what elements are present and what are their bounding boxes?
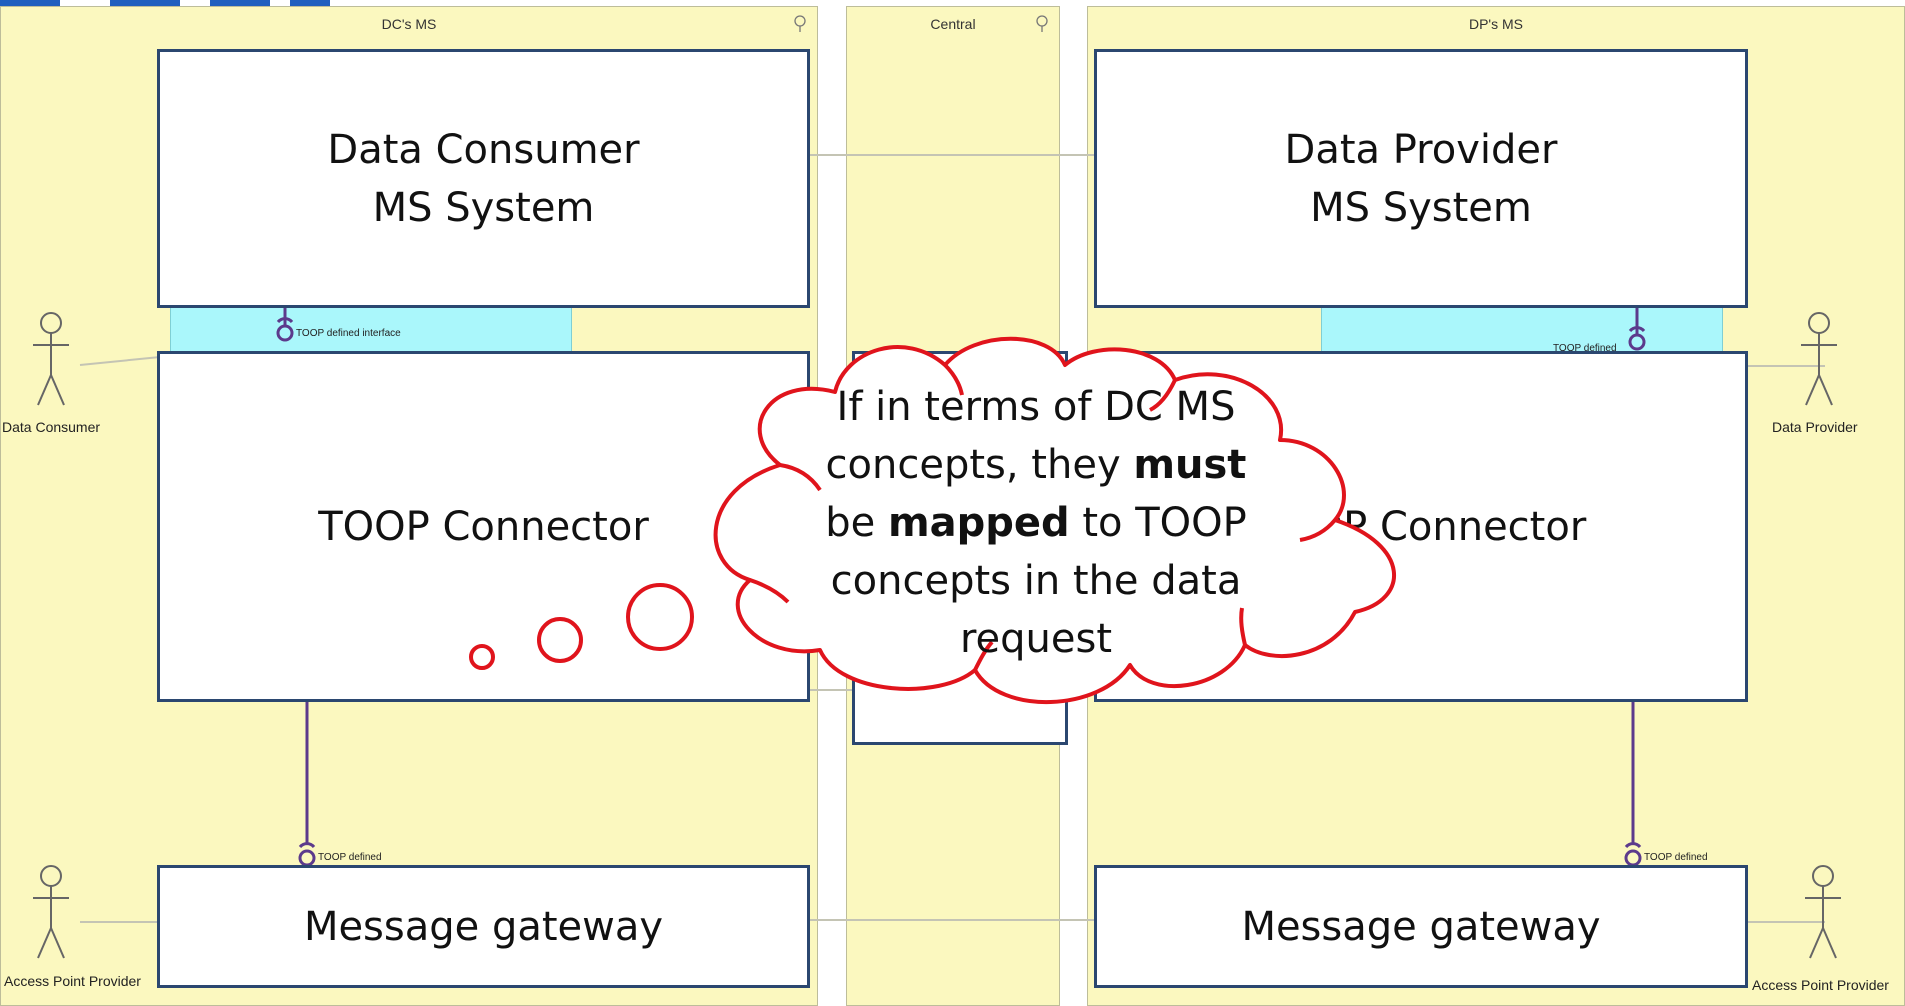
callout-line-3: be mapped to TOOP bbox=[825, 500, 1247, 546]
interface-dp-system bbox=[1321, 307, 1723, 352]
callout-line-1: If in terms of DC MS bbox=[836, 384, 1236, 430]
dc-toop-connector-box: TOOP Connector bbox=[157, 351, 810, 702]
lane-title-central: Central bbox=[930, 16, 976, 32]
dc-message-gateway-box: Message gateway bbox=[157, 865, 810, 988]
pin-icon bbox=[794, 15, 806, 32]
actor-icon bbox=[33, 312, 69, 406]
dp-message-gateway-box: Message gateway bbox=[1094, 865, 1748, 988]
callout-text: If in terms of DC MS concepts, they must… bbox=[786, 378, 1286, 668]
logo-fragment bbox=[0, 0, 360, 12]
actor-label-access-point-right: Access Point Provider bbox=[1752, 977, 1889, 993]
lane-title-dc-ms: DC's MS bbox=[381, 16, 437, 32]
dc-ms-system-box: Data Consumer MS System bbox=[157, 49, 810, 308]
actor-label-data-provider: Data Provider bbox=[1772, 419, 1858, 435]
cloud-shape bbox=[713, 336, 1396, 705]
thought-bubble-small bbox=[469, 644, 495, 670]
lane-title-dp-ms: DP's MS bbox=[1468, 16, 1523, 32]
interface-label-dp-system: TOOP defined bbox=[1553, 343, 1617, 354]
actor-icon bbox=[1805, 865, 1841, 959]
pin-icon bbox=[1036, 15, 1048, 32]
actor-icon bbox=[33, 865, 69, 959]
callout-line-5: request bbox=[959, 616, 1113, 662]
callout-line-2: concepts, they must bbox=[825, 442, 1247, 488]
dp-ms-system-box: Data Provider MS System bbox=[1094, 49, 1748, 308]
thought-bubble-large bbox=[626, 583, 694, 651]
callout-line-4: concepts in the data bbox=[830, 558, 1242, 604]
actor-label-access-point-left: Access Point Provider bbox=[4, 973, 141, 989]
interface-label-dc-gateway: TOOP defined bbox=[318, 852, 382, 863]
actor-icon bbox=[1801, 312, 1837, 406]
actor-label-data-consumer: Data Consumer bbox=[2, 419, 101, 435]
interface-dc-system bbox=[170, 307, 572, 352]
interface-label-dp-gateway: TOOP defined bbox=[1644, 852, 1708, 863]
thought-bubble-medium bbox=[537, 617, 583, 663]
interface-label-dc-system: TOOP defined interface bbox=[296, 328, 401, 339]
